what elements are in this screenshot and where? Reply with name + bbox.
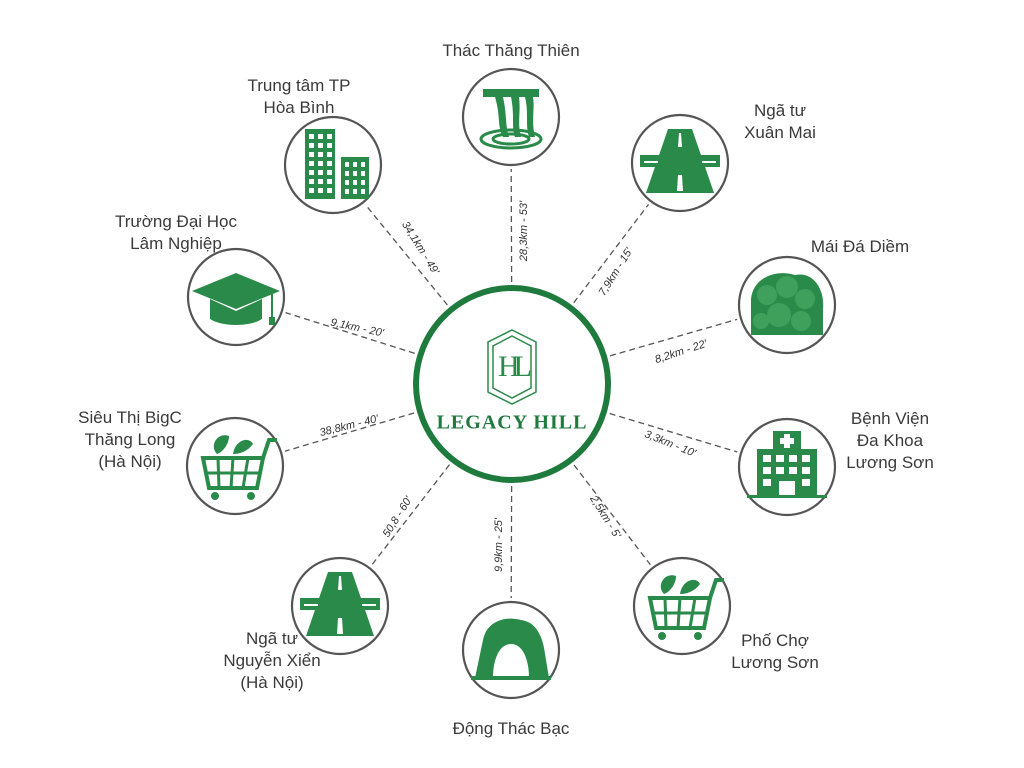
node-pho-cho-luong-son (632, 556, 732, 656)
label-mai-da-diem: Mái Đá Diềm (811, 236, 909, 258)
label-line: Thăng Long (84, 430, 176, 449)
label-line: Đa Khoa (856, 431, 924, 450)
node-trung-tam-hoa-binh (283, 115, 383, 215)
graduation-cap-icon (192, 273, 280, 325)
connector-line-trung-tam-hoa-binh (365, 204, 448, 306)
label-thac-thang-thien: Thác Thăng Thiên (442, 40, 579, 62)
label-nga-tu-nguyen-xien: Ngã tư Nguyễn Xiển (Hà Nội) (223, 628, 320, 694)
label-line: Nguyễn Xiển (223, 651, 321, 670)
label-line: Mái Đá Diềm (810, 237, 910, 256)
buildings-icon (305, 129, 369, 199)
label-trung-tam-hoa-binh: Trung tâm TP Hòa Bình (248, 75, 351, 119)
connector-lines (284, 168, 738, 599)
label-line: Ngã tư (245, 629, 298, 648)
label-line: (Hà Nội) (98, 452, 162, 471)
label-line: Động Thác Bạc (452, 719, 570, 738)
node-dong-thac-bac (461, 600, 561, 700)
label-sieu-thi-bigc: Siêu Thị BigC Thăng Long (Hà Nội) (78, 407, 182, 473)
label-line: Hòa Bình (263, 98, 335, 117)
node-mai-da-diem (737, 255, 837, 355)
connector-line-nga-tu-nguyen-xien (371, 464, 451, 566)
cart-icon (200, 435, 277, 500)
node-nga-tu-xuan-mai (630, 113, 730, 213)
cart-icon (647, 575, 724, 640)
distance-dong-thac-bac: 9,9km - 25' (493, 517, 506, 573)
label-line: (Hà Nội) (240, 673, 304, 692)
label-line: Lâm Nghiệp (130, 234, 222, 253)
node-dai-hoc-lam-nghiep (186, 247, 286, 347)
label-line: Ngã tư (753, 101, 807, 120)
road-icon (640, 129, 720, 193)
label-line: Thác Thăng Thiên (442, 41, 580, 60)
hospital-icon (747, 431, 827, 498)
label-line: Siêu Thị BigC (78, 408, 182, 427)
brand-name: LEGACY HILL (436, 411, 588, 434)
center-circle (413, 285, 611, 483)
rock-forest-icon (751, 273, 824, 335)
label-line: Xuân Mai (744, 123, 816, 142)
hl-logo-frame (487, 329, 537, 405)
road-icon (300, 572, 380, 636)
connector-line-nga-tu-xuan-mai (573, 204, 650, 304)
destination-nodes (185, 67, 837, 700)
brand-monogram: HL (498, 350, 532, 383)
connector-line-mai-da-diem (609, 318, 738, 357)
node-nga-tu-nguyen-xien (290, 556, 390, 656)
node-thac-thang-thien (461, 67, 561, 167)
connector-line-dai-hoc-lam-nghiep (285, 312, 415, 354)
label-line: Lương Sơn (846, 453, 934, 472)
distance-thac-thang-thien: 28,3km - 53' (518, 200, 531, 262)
label-line: Trung tâm TP (247, 76, 351, 95)
label-line: Trường Đại Học (114, 212, 238, 231)
label-dong-thac-bac: Động Thác Bạc (453, 718, 570, 740)
label-line: Bệnh Viện (850, 409, 930, 428)
connector-line-benh-vien-luong-son (609, 412, 738, 453)
node-sieu-thi-bigc (185, 416, 285, 516)
connector-line-pho-cho-luong-son (573, 464, 651, 566)
waterfall-icon (479, 89, 543, 150)
label-line: Phố Chợ (741, 631, 809, 650)
label-line: Lương Sơn (731, 653, 819, 672)
label-nga-tu-xuan-mai: Ngã tư Xuân Mai (744, 100, 816, 144)
cave-icon (471, 618, 551, 680)
node-benh-vien-luong-son (737, 417, 837, 517)
connector-line-sieu-thi-bigc (284, 412, 415, 452)
